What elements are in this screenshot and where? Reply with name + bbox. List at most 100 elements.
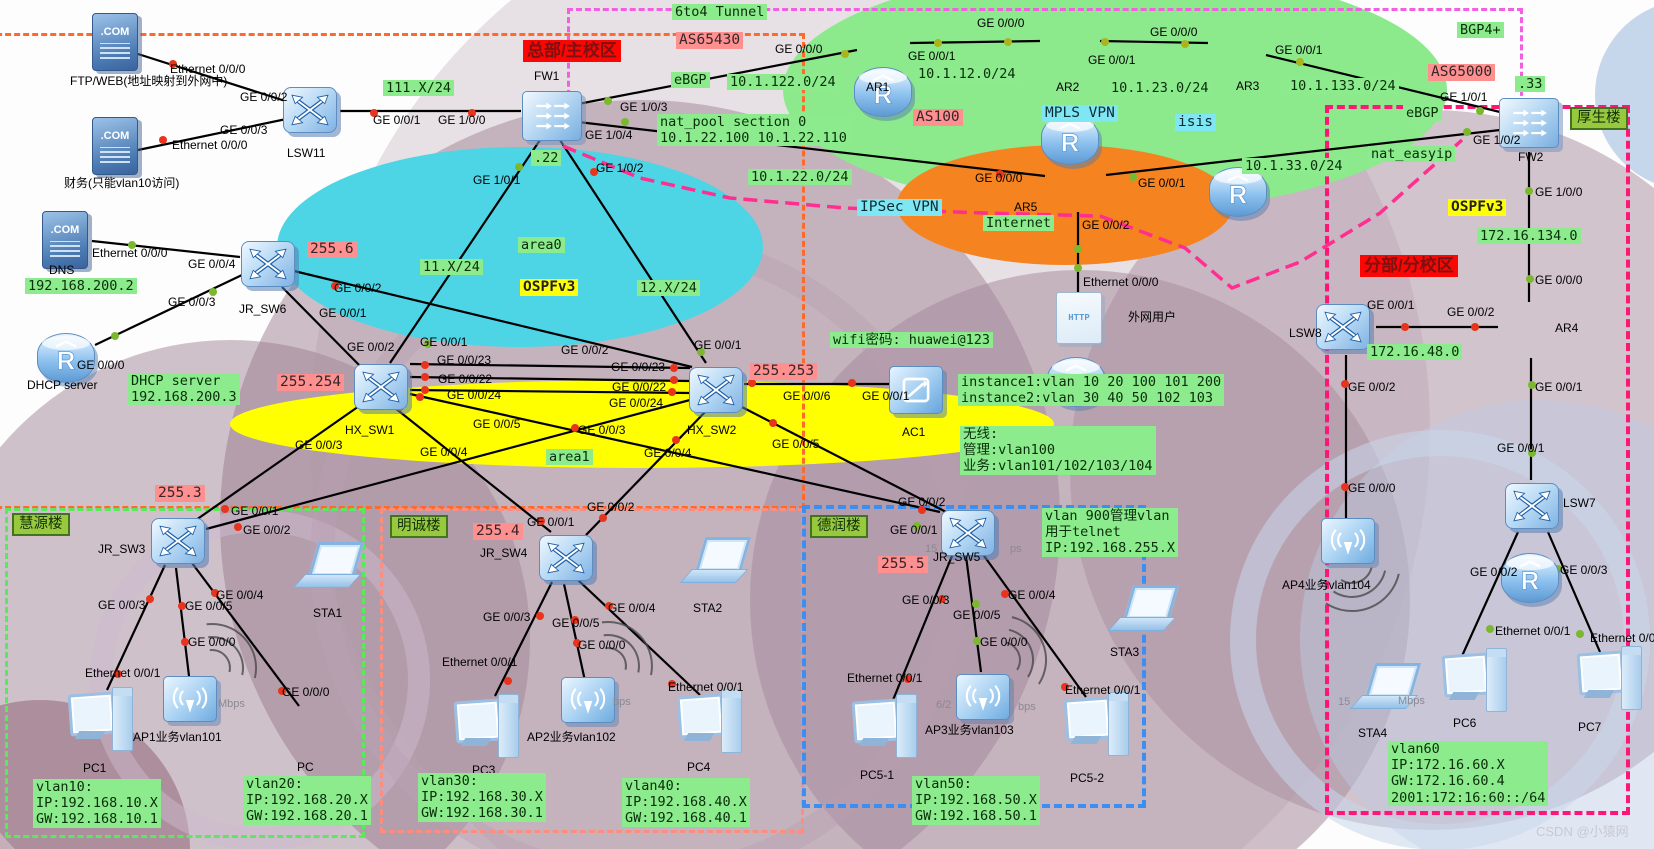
device-ar1[interactable]: R xyxy=(854,67,912,117)
label-ge-0-0-3: GE 0/0/3 xyxy=(220,123,268,137)
device-dhcp-server-router[interactable]: R xyxy=(37,333,95,383)
label-vlan10-: vlan10: IP:192.168.10.X GW:192.168.10.1 xyxy=(33,779,161,828)
label-ge-1-0-2: GE 1/0/2 xyxy=(1473,133,1521,147)
label-ge-0-0-2: GE 0/0/2 xyxy=(587,500,635,514)
label-.33: .33 xyxy=(1515,76,1546,93)
port-status-dot xyxy=(573,639,581,647)
label-instance1-vlan-10-20-100-101-200: instance1:vlan 10 20 100 101 200 instanc… xyxy=(958,374,1225,407)
device-lsw8[interactable] xyxy=(1316,304,1370,350)
pc-tower xyxy=(1486,648,1507,712)
label-ge-0-0-2: GE 0/0/2 xyxy=(243,523,291,537)
label-pc4: PC4 xyxy=(687,760,711,774)
label-ap4-vlan104: AP4业务vlan104 xyxy=(1282,578,1371,592)
laptop-screen xyxy=(694,537,752,573)
port-status-dot xyxy=(331,282,339,290)
label-vlan-900-vlan: vlan 900管理vlan 用于telnet IP:192.168.255.X xyxy=(1042,508,1179,557)
port-status-dot xyxy=(159,136,167,144)
device-hx-sw1[interactable] xyxy=(354,364,408,410)
label-bps: bps xyxy=(613,696,631,708)
device-lsw7[interactable] xyxy=(1505,483,1559,529)
port-status-dot xyxy=(571,424,579,432)
device-ftp-web-server[interactable]: .COM xyxy=(92,13,138,71)
port-status-dot xyxy=(421,361,429,369)
port-status-dot xyxy=(670,364,678,372)
label-ethernet-0-0-0: Ethernet 0/0/0 xyxy=(92,246,168,260)
label-ge-0-0-4: GE 0/0/4 xyxy=(1008,588,1056,602)
device-caiwu-server[interactable]: .COM xyxy=(92,117,138,175)
wireless-signal-arc xyxy=(209,649,231,673)
label-ge-0-0-1: GE 0/0/1 xyxy=(862,389,910,403)
device-sta3[interactable] xyxy=(1107,585,1180,637)
device-jr-sw4[interactable] xyxy=(539,535,593,581)
device-hx-sw2[interactable] xyxy=(689,367,743,413)
label-lsw11: LSW11 xyxy=(287,146,326,160)
label-ar3: AR3 xyxy=(1236,79,1260,93)
device-ap1[interactable] xyxy=(163,676,217,722)
device-lsw11[interactable] xyxy=(283,87,337,133)
device-pc1[interactable] xyxy=(67,687,133,759)
label-ethernet-0-0-1: Ethernet 0/0/1 xyxy=(442,655,518,669)
label-ap1-vlan101: AP1业务vlan101 xyxy=(133,730,222,744)
label-ge-0-0-3: GE 0/0/3 xyxy=(98,598,146,612)
label-fw1: FW1 xyxy=(534,69,560,83)
label-ge-0-0-5: GE 0/0/5 xyxy=(552,616,600,630)
device-jr-sw6[interactable] xyxy=(241,241,295,287)
device-jr-sw5[interactable] xyxy=(941,510,995,556)
device-pc7[interactable] xyxy=(1576,646,1642,718)
label-ge-0-0-2: GE 0/0/2 xyxy=(1348,380,1396,394)
network-link xyxy=(577,579,701,696)
device-pc4[interactable] xyxy=(676,689,742,761)
pc-stand xyxy=(683,733,715,741)
device-ar2[interactable]: R xyxy=(1041,115,1099,165)
switch-icon xyxy=(1324,311,1362,343)
device-pc5-2[interactable] xyxy=(1063,692,1129,764)
pc-tower xyxy=(1108,692,1129,756)
device-ar3[interactable]: R xyxy=(1209,167,1267,217)
label-dhcp-server: DHCP server xyxy=(27,378,98,392)
port-status-dot xyxy=(1074,264,1082,272)
device-ap4[interactable] xyxy=(1321,518,1375,564)
device-pc5-1[interactable] xyxy=(851,694,917,766)
device-jr-sw3[interactable] xyxy=(151,518,205,564)
pc-monitor xyxy=(851,698,901,744)
device-ac1[interactable] xyxy=(889,366,943,414)
server-com-glyph: .COM xyxy=(100,129,130,142)
device-dns-server[interactable]: .COM xyxy=(42,211,88,269)
device-sta2[interactable] xyxy=(679,537,752,589)
wireless-signal-arc xyxy=(1332,570,1387,598)
label-255.4: 255.4 xyxy=(473,523,523,541)
router-icon: R xyxy=(1059,122,1081,158)
network-link xyxy=(293,269,693,369)
port-status-dot xyxy=(128,241,136,249)
network-link xyxy=(494,581,553,697)
label-172.16.48.0: 172.16.48.0 xyxy=(1367,344,1463,361)
port-status-dot xyxy=(668,680,676,688)
device-ap3[interactable] xyxy=(956,674,1010,720)
label-ge-0-0-2: GE 0/0/2 xyxy=(347,340,395,354)
port-status-dot xyxy=(234,523,242,531)
device-fw1[interactable] xyxy=(522,91,582,141)
label-ge-0-0-3: GE 0/0/3 xyxy=(902,593,950,607)
pc-tower xyxy=(896,694,917,758)
pc-stand xyxy=(1583,690,1615,698)
port-status-dot xyxy=(114,670,122,678)
device-pc3[interactable] xyxy=(453,694,519,766)
port-status-dot xyxy=(672,436,680,444)
switch-icon xyxy=(291,94,329,126)
device-extranet-user[interactable]: HTTP xyxy=(1056,292,1102,344)
label-255.5: 255.5 xyxy=(878,556,928,574)
device-ar4[interactable]: R xyxy=(1501,553,1559,603)
label-ge-0-0-1: GE 0/0/1 xyxy=(1535,380,1583,394)
device-ap2[interactable] xyxy=(561,677,615,723)
label-ge-0-0-1: GE 0/0/1 xyxy=(694,338,742,352)
port-status-dot xyxy=(536,612,544,620)
label-ge-1-0-0: GE 1/0/0 xyxy=(1535,185,1583,199)
laptop-screen xyxy=(1122,585,1180,621)
network-link xyxy=(981,552,1087,698)
device-pc6[interactable] xyxy=(1441,648,1507,720)
port-status-dot xyxy=(278,687,286,695)
device-sta1[interactable] xyxy=(292,542,365,594)
server-vents xyxy=(100,42,130,59)
label-vlan40-: vlan40: IP:192.168.40.X GW:192.168.40.1 xyxy=(622,778,750,827)
label-ge-0-0-1: GE 0/0/1 xyxy=(1138,176,1186,190)
